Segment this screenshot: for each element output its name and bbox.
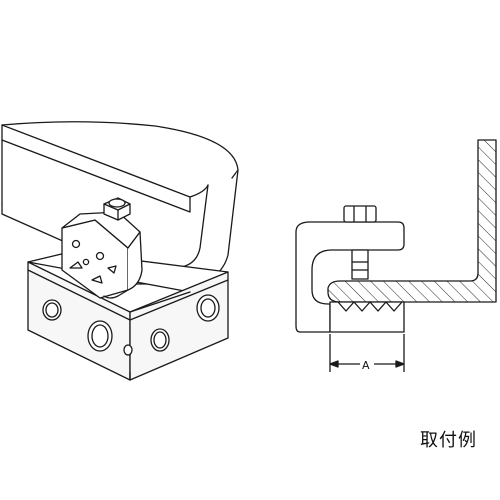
section-view: A [295, 139, 497, 372]
isometric-view [1, 121, 239, 381]
clamp-body-section [295, 221, 405, 333]
clamp-lower-jaw [329, 301, 405, 333]
dimension-a-label: A [362, 359, 370, 372]
angle-steel-beam [1, 121, 239, 285]
bolt-head [343, 205, 377, 223]
dimension-a [329, 334, 405, 372]
jaw-teeth [337, 301, 403, 312]
bolt-shank [351, 249, 369, 280]
caption: 取付例 [420, 430, 477, 451]
beam-clamp [61, 197, 143, 299]
